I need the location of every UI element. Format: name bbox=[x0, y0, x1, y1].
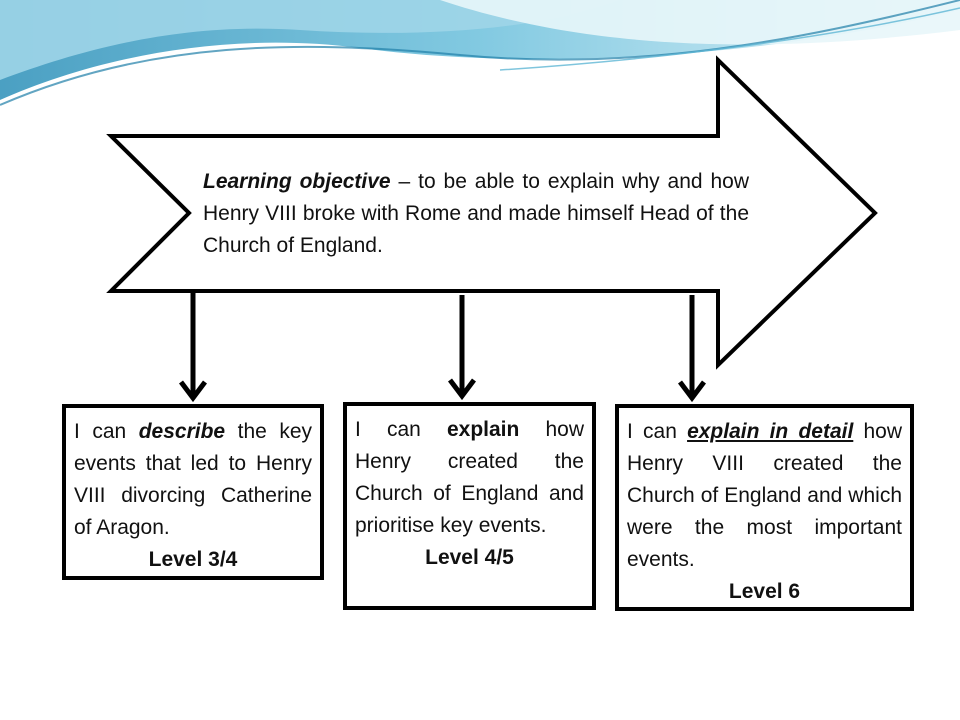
header-swoosh bbox=[0, 0, 960, 106]
objective-lead: Learning objective bbox=[203, 170, 391, 193]
level-box-6: I can explain in detail how Henry VIII c… bbox=[615, 404, 914, 611]
objective-rest: – to be able to explain why and how Henr… bbox=[203, 170, 750, 257]
level-label: Level 4/5 bbox=[425, 546, 514, 569]
level-description: I can explain how Henry created the Chur… bbox=[355, 414, 584, 542]
level-description: I can describe the key events that led t… bbox=[74, 416, 312, 544]
desc-keyword: explain in detail bbox=[687, 420, 854, 443]
learning-objective: Learning objective – to be able to expla… bbox=[203, 166, 749, 262]
desc-pre: I can bbox=[355, 418, 447, 441]
objective-arrow bbox=[106, 55, 878, 370]
desc-pre: I can bbox=[627, 420, 688, 443]
desc-post: how Henry created the Church of England … bbox=[355, 418, 584, 537]
desc-keyword: describe bbox=[138, 420, 226, 443]
level-description: I can explain in detail how Henry VIII c… bbox=[627, 416, 902, 576]
desc-post: the key events that led to Henry VIII di… bbox=[74, 420, 312, 539]
desc-pre: I can bbox=[74, 420, 139, 443]
connector-arrow-1 bbox=[179, 292, 207, 403]
level-box-4-5: I can explain how Henry created the Chur… bbox=[343, 402, 596, 610]
level-label: Level 3/4 bbox=[148, 548, 238, 571]
level-box-3-4: I can describe the key events that led t… bbox=[62, 404, 324, 580]
desc-keyword: explain bbox=[446, 418, 520, 441]
connector-arrow-2 bbox=[448, 295, 476, 401]
level-label: Level 6 bbox=[728, 580, 801, 603]
connector-arrow-3 bbox=[678, 295, 706, 403]
desc-post: how Henry VIII created the Church of Eng… bbox=[627, 420, 902, 571]
